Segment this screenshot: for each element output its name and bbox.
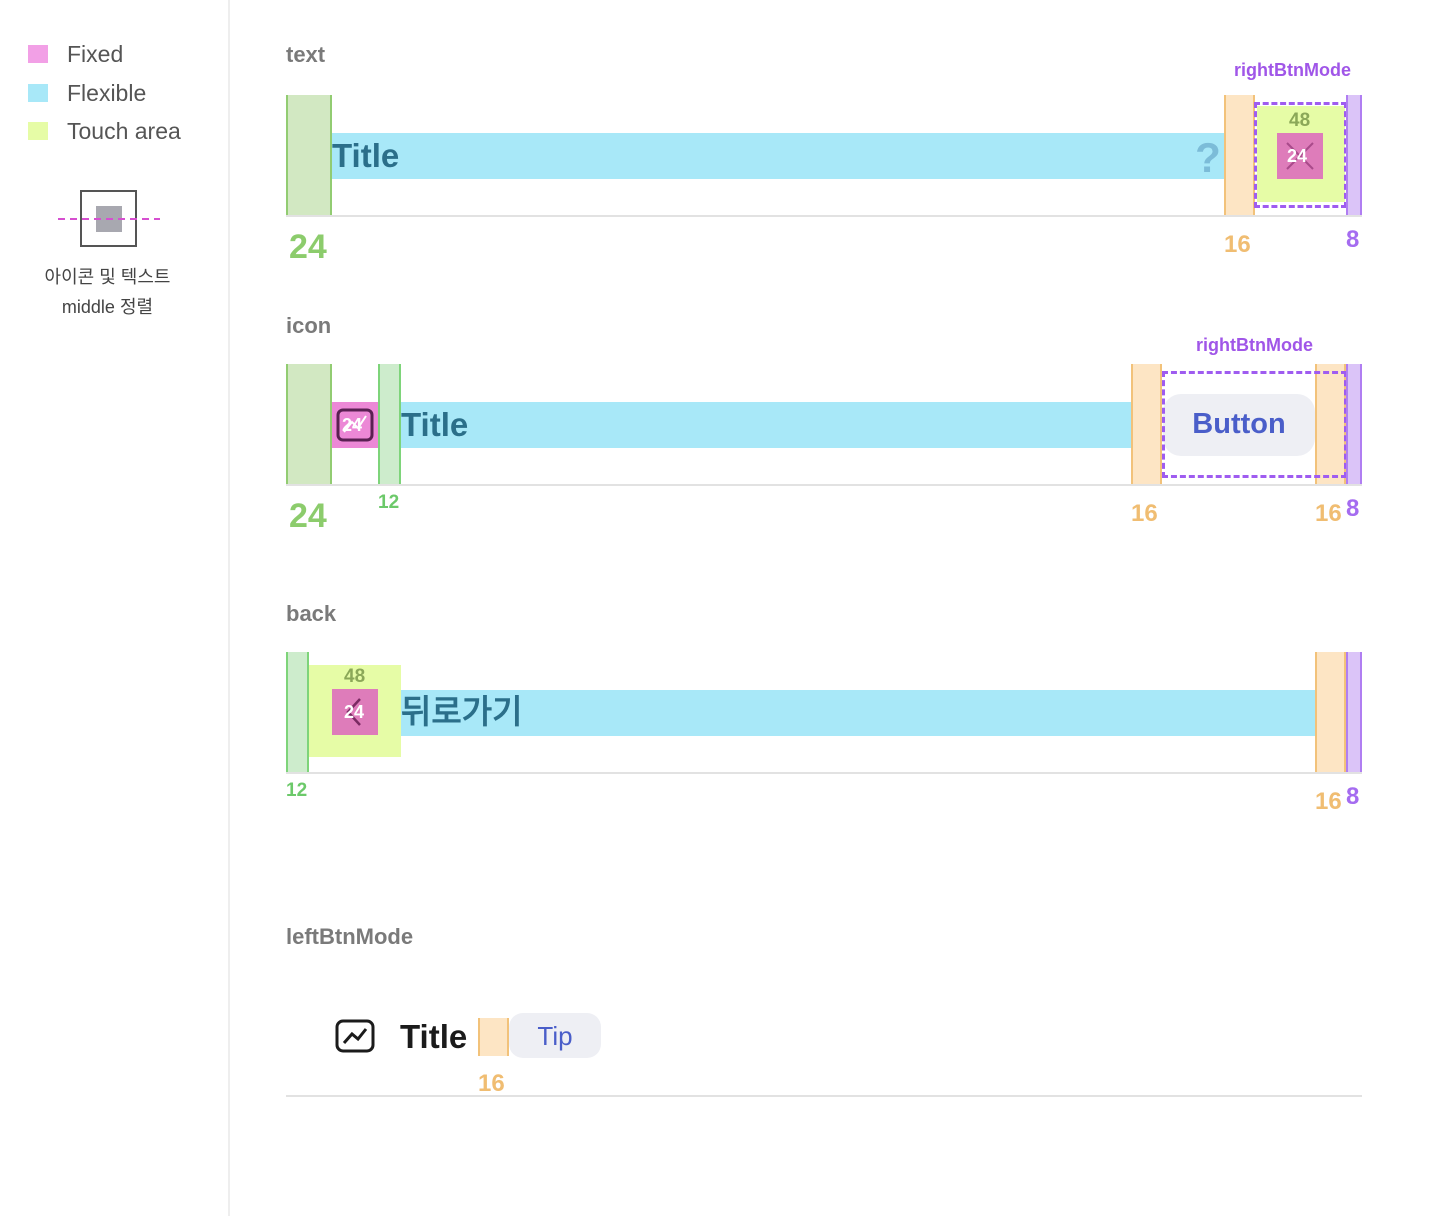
legend-label-touch: Touch area xyxy=(67,118,181,144)
padding-left-24 xyxy=(286,364,332,486)
touch-size-label: 48 xyxy=(344,666,366,687)
gap-16 xyxy=(1315,652,1346,774)
baseline xyxy=(286,484,1362,486)
title-text: Title xyxy=(332,137,400,174)
legend-swatch-fixed xyxy=(28,45,48,63)
padding-left-12 xyxy=(286,652,309,774)
title-text: 뒤로가기 xyxy=(401,693,523,730)
dim-gap: 16 xyxy=(1224,231,1251,258)
padding-left-24 xyxy=(286,95,332,217)
right-button[interactable] xyxy=(1163,394,1315,456)
section-title-text: text xyxy=(286,42,326,67)
chevron-left-icon xyxy=(346,698,361,726)
dim-right: 8 xyxy=(1346,783,1360,810)
flexible-title-area xyxy=(332,133,1224,179)
close-icon-glyph xyxy=(1286,142,1314,170)
dim-right: 8 xyxy=(1346,495,1360,522)
section-title-icon: icon xyxy=(286,313,332,338)
tip-button-label: Tip xyxy=(537,1021,573,1051)
gap-12 xyxy=(378,364,401,486)
dim-btn-pad: 16 xyxy=(1315,500,1342,527)
align-caption-1: 아이콘 및 텍스트 xyxy=(44,267,171,287)
padding-right-8 xyxy=(1346,364,1362,486)
baseline xyxy=(286,772,1362,774)
right-btn-mode-box xyxy=(1162,371,1347,478)
flexible-title-area xyxy=(401,690,1316,736)
touch-size-label: 48 xyxy=(1289,110,1311,131)
dim-gap: 16 xyxy=(1315,788,1342,815)
gap-16 xyxy=(1131,364,1162,486)
gap-16 xyxy=(1224,95,1255,217)
section-title-back: back xyxy=(286,601,337,626)
title-text: Title xyxy=(400,1018,468,1055)
right-btn-mode-box xyxy=(1254,102,1347,208)
icon-size-label: 24 xyxy=(342,415,363,435)
padding-right-8 xyxy=(1346,652,1362,774)
legend-swatch-touch xyxy=(28,122,48,140)
chart-icon xyxy=(336,408,374,442)
legend-label-flexible: Flexible xyxy=(67,80,147,106)
dim-right: 8 xyxy=(1346,226,1360,253)
icon-size-label: 24 xyxy=(344,702,365,722)
padding-right-8 xyxy=(1346,95,1362,217)
right-btn-mode-label: rightBtnMode xyxy=(1234,60,1351,80)
dim-icon-gap: 12 xyxy=(378,492,400,513)
chart-icon[interactable] xyxy=(334,1018,376,1054)
dim-left: 24 xyxy=(289,497,327,535)
button-padding-16 xyxy=(1315,364,1346,486)
right-btn-mode-label: rightBtnMode xyxy=(1196,335,1313,355)
title-text: Title xyxy=(401,406,469,443)
dim-gap: 16 xyxy=(478,1070,505,1097)
dim-left: 12 xyxy=(286,780,308,801)
tip-button[interactable] xyxy=(509,1013,601,1058)
middle-align-icon xyxy=(58,190,160,247)
icon-size-label: 24 xyxy=(1287,146,1308,166)
section-title-left-btn-mode: leftBtnMode xyxy=(286,924,414,949)
align-caption-2: middle 정렬 xyxy=(61,297,154,317)
back-icon[interactable] xyxy=(332,689,378,735)
svg-text:?: ? xyxy=(1195,136,1221,180)
flexible-title-area xyxy=(401,402,1132,448)
gap-16 xyxy=(478,1018,509,1056)
dim-left: 24 xyxy=(289,228,327,266)
legend-label-fixed: Fixed xyxy=(67,41,124,67)
baseline xyxy=(286,1095,1362,1097)
dim-gap: 16 xyxy=(1131,500,1158,527)
baseline xyxy=(286,215,1362,217)
sidebar-divider xyxy=(228,0,230,1216)
right-button-label: Button xyxy=(1192,408,1286,440)
legend-swatch-flexible xyxy=(28,84,48,102)
question-mark-icon: ? xyxy=(1195,136,1221,180)
